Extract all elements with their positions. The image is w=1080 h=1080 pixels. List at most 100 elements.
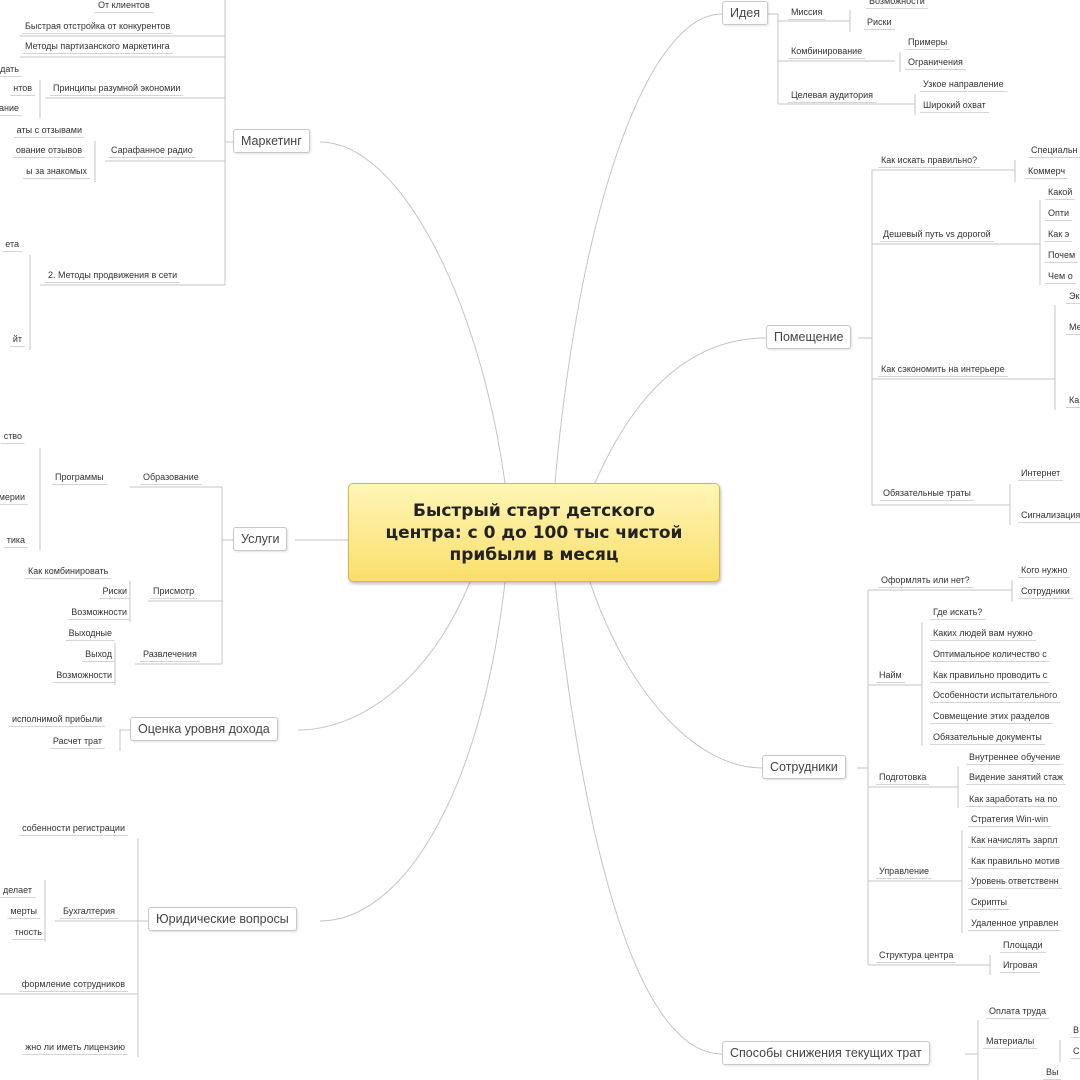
branch-premises[interactable]: Помещение	[766, 325, 852, 349]
premises-subtopic[interactable]: Коммерч	[1025, 166, 1069, 179]
premises-subtopic[interactable]: Ме	[1066, 322, 1080, 335]
premises-subtopic[interactable]: Эк	[1066, 291, 1080, 304]
staff-subtopic[interactable]: Внутреннее обучение	[966, 752, 1064, 765]
services-subtopic[interactable]: Как комбинировать	[25, 566, 112, 579]
income-subtopic[interactable]: Расчет трат	[49, 736, 105, 749]
premises-subtopic[interactable]: Почем	[1045, 250, 1079, 263]
staff-subtopic[interactable]: Сотрудники	[1018, 586, 1073, 599]
services-subtopic[interactable]: мерии	[0, 492, 28, 505]
income-subtopic[interactable]: исполнимой прибыли	[9, 714, 105, 727]
legal-subtopic[interactable]: формление сотрудников	[18, 979, 128, 992]
staff-subtopic[interactable]: Совмещение этих разделов	[930, 711, 1053, 724]
marketing-subtopic[interactable]: ы за знакомых	[23, 166, 90, 179]
marketing-subtopic[interactable]: ание	[0, 103, 22, 116]
idea-subtopic[interactable]: Риски	[864, 17, 895, 30]
marketing-subtopic[interactable]: Методы партизанского маркетинга	[22, 41, 173, 54]
marketing-subtopic[interactable]: ета	[2, 239, 22, 252]
services-subtopic[interactable]: тика	[3, 535, 28, 548]
marketing-subtopic[interactable]: Быстрая отстройка от конкурентов	[22, 21, 174, 34]
marketing-subtopic[interactable]: Принципы разумной экономии	[50, 83, 184, 96]
premises-subtopic[interactable]: Интернет	[1018, 468, 1064, 481]
marketing-subtopic[interactable]: 2. Методы продвижения в сети	[45, 270, 181, 283]
staff-subtopic[interactable]: Площади	[1000, 940, 1046, 953]
services-subtopic[interactable]: Развлечения	[140, 649, 200, 662]
legal-subtopic[interactable]: тность	[11, 927, 45, 940]
legal-subtopic[interactable]: мерты	[7, 906, 40, 919]
staff-subtopic[interactable]: Подготовка	[876, 772, 930, 785]
staff-subtopic[interactable]: Удаленное управлен	[968, 918, 1062, 931]
idea-subtopic[interactable]: Целевая аудитория	[788, 90, 876, 103]
services-subtopic[interactable]: Присмотр	[150, 586, 198, 599]
legal-subtopic[interactable]: Бухгалтерия	[60, 906, 118, 919]
staff-subtopic[interactable]: Управление	[876, 866, 933, 879]
staff-subtopic[interactable]: Каких людей вам нужно	[930, 628, 1036, 641]
marketing-subtopic[interactable]: аты с отзывами	[13, 125, 85, 138]
services-subtopic[interactable]: ство	[0, 431, 25, 444]
branch-idea[interactable]: Идея	[722, 1, 768, 25]
marketing-subtopic[interactable]: дать	[0, 64, 22, 77]
staff-subtopic[interactable]: Скрипты	[968, 897, 1010, 910]
staff-subtopic[interactable]: Оптимальное количество с	[930, 649, 1050, 662]
premises-subtopic[interactable]: Обязательные траты	[880, 488, 974, 501]
premises-subtopic[interactable]: Сигнализация	[1018, 510, 1080, 523]
premises-subtopic[interactable]: Специальн	[1028, 145, 1080, 158]
branch-staff[interactable]: Сотрудники	[762, 755, 846, 779]
idea-subtopic[interactable]: Широкий охват	[920, 100, 989, 113]
staff-subtopic[interactable]: Особенности испытательного	[930, 690, 1061, 703]
premises-subtopic[interactable]: Как сэкономить на интерьере	[878, 364, 1008, 377]
services-subtopic[interactable]: Программы	[52, 472, 107, 485]
idea-subtopic[interactable]: Узкое направление	[920, 79, 1007, 92]
staff-subtopic[interactable]: Как правильно мотив	[968, 856, 1063, 869]
services-subtopic[interactable]: Выход	[82, 649, 115, 662]
branch-marketing[interactable]: Маркетинг	[233, 129, 310, 153]
costs-subtopic[interactable]: Оплата труда	[986, 1006, 1049, 1019]
services-subtopic[interactable]: Возможности	[68, 607, 130, 620]
staff-subtopic[interactable]: Где искать?	[930, 607, 986, 620]
legal-subtopic[interactable]: и делает	[0, 885, 35, 898]
idea-subtopic[interactable]: Миссия	[788, 7, 826, 20]
staff-subtopic[interactable]: Обязательные документы	[930, 732, 1045, 745]
staff-subtopic[interactable]: Видение занятий стаж	[966, 772, 1066, 785]
staff-subtopic[interactable]: Как правильно проводить с	[930, 670, 1051, 683]
idea-subtopic[interactable]: Ограничения	[905, 57, 966, 70]
marketing-subtopic[interactable]: ование отзывов	[12, 145, 85, 158]
branch-costs[interactable]: Способы снижения текущих трат	[722, 1041, 930, 1065]
legal-subtopic[interactable]: собенности регистрации	[19, 823, 128, 836]
staff-subtopic[interactable]: Стратегия Win-win	[968, 814, 1052, 827]
services-subtopic[interactable]: Образование	[140, 472, 202, 485]
legal-subtopic[interactable]: жно ли иметь лицензию	[22, 1042, 128, 1055]
staff-subtopic[interactable]: Как заработать на по	[966, 794, 1061, 807]
premises-subtopic[interactable]: Как искать правильно?	[878, 155, 981, 168]
central-topic[interactable]: Быстрый старт детского центра: с 0 до 10…	[348, 483, 720, 582]
branch-income[interactable]: Оценка уровня дохода	[130, 717, 278, 741]
premises-subtopic[interactable]: Ка	[1066, 395, 1080, 408]
marketing-subtopic[interactable]: нтов	[10, 83, 35, 96]
premises-subtopic[interactable]: Как э	[1045, 229, 1073, 242]
staff-subtopic[interactable]: Структура центра	[876, 950, 957, 963]
costs-subtopic[interactable]: Материалы	[983, 1036, 1038, 1049]
staff-subtopic[interactable]: Найм	[876, 670, 905, 683]
staff-subtopic[interactable]: Как начислять зарпл	[968, 835, 1061, 848]
costs-subtopic[interactable]: В	[1070, 1025, 1080, 1038]
idea-subtopic[interactable]: Примеры	[905, 37, 951, 50]
premises-subtopic[interactable]: Дешевый путь vs дорогой	[880, 229, 994, 242]
services-subtopic[interactable]: Выходные	[65, 628, 115, 641]
staff-subtopic[interactable]: Оформлять или нет?	[878, 575, 973, 588]
idea-subtopic[interactable]: Комбинирование	[788, 46, 866, 59]
idea-subtopic[interactable]: Возможности	[866, 0, 928, 9]
costs-subtopic[interactable]: Вы	[1043, 1067, 1062, 1080]
marketing-subtopic[interactable]: йт	[9, 334, 25, 347]
services-subtopic[interactable]: Риски	[99, 586, 130, 599]
services-subtopic[interactable]: Возможности	[53, 670, 115, 683]
staff-subtopic[interactable]: Игровая	[1000, 960, 1041, 973]
costs-subtopic[interactable]: С	[1070, 1046, 1080, 1059]
premises-subtopic[interactable]: Опти	[1045, 208, 1073, 221]
premises-subtopic[interactable]: Чем о	[1045, 271, 1076, 284]
marketing-subtopic[interactable]: От клиентов	[95, 0, 153, 13]
branch-legal[interactable]: Юридические вопросы	[148, 907, 297, 931]
marketing-subtopic[interactable]: Сарафанное радио	[108, 145, 196, 158]
premises-subtopic[interactable]: Какой	[1045, 187, 1076, 200]
branch-services[interactable]: Услуги	[233, 527, 288, 551]
staff-subtopic[interactable]: Уровень ответственн	[968, 876, 1062, 889]
staff-subtopic[interactable]: Кого нужно	[1018, 565, 1071, 578]
